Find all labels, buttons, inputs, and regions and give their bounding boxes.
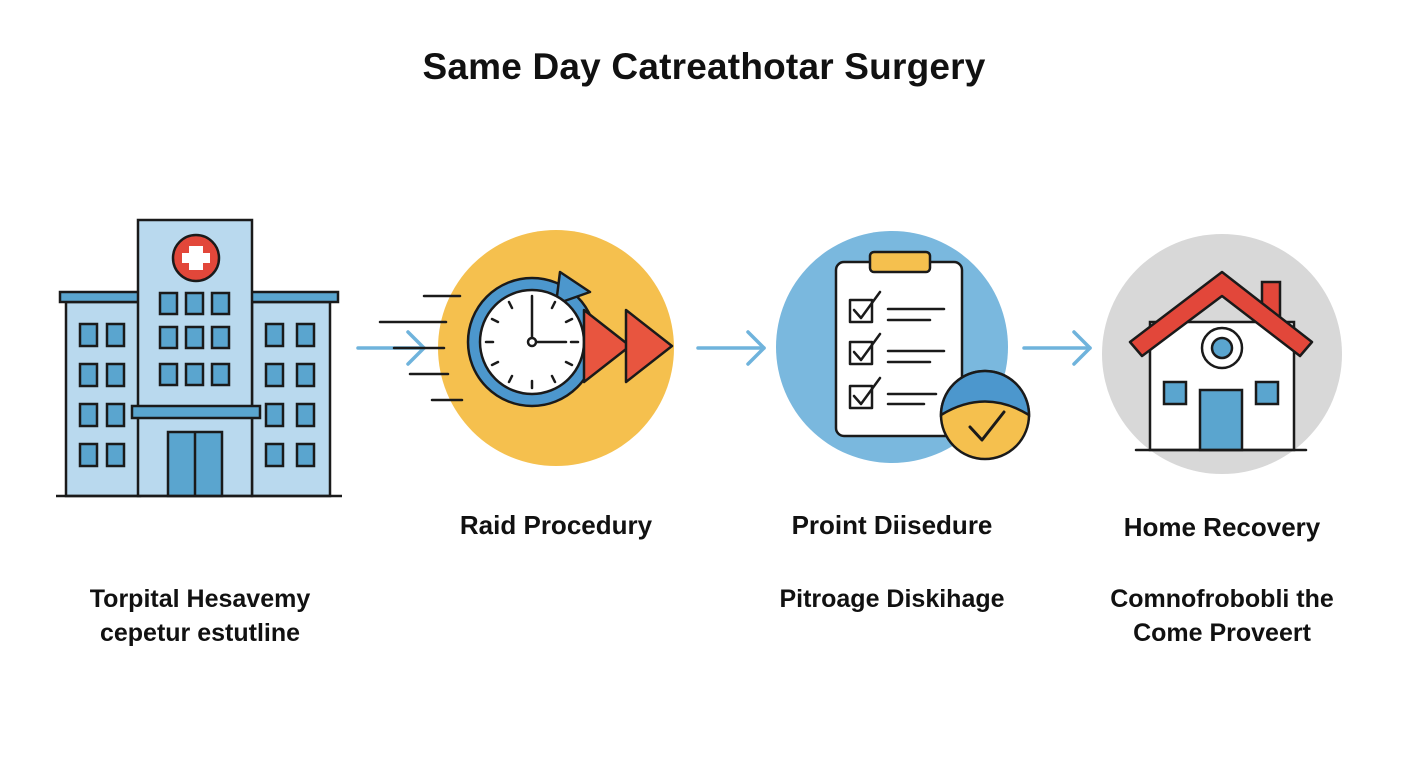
diagram-title: Same Day Catreathotar Surgery <box>422 46 986 87</box>
step-description-discharge: Pitroage Diskihage <box>752 582 1032 616</box>
description-line: Come Proveert <box>1133 619 1311 647</box>
description-line: cepetur estutline <box>99 619 301 647</box>
checklist-clipboard-icon <box>776 231 1031 463</box>
step-description-home-recovery: Comnofrobobli the Come Proveert <box>1082 582 1362 650</box>
fast-clock-icon <box>378 230 674 466</box>
hospital-icon <box>56 218 342 498</box>
step-label-home-recovery: Home Recovery <box>1123 512 1321 542</box>
step-label-procedure: Raid Procedury <box>459 510 653 540</box>
description-line: Pitroage Diskihage <box>779 585 1005 613</box>
arrow-right-icon <box>1022 330 1092 366</box>
house-icon <box>1102 234 1342 474</box>
arrow-right-icon <box>696 330 766 366</box>
description-line: Torpital Hesavemy <box>89 585 311 613</box>
step-label-discharge: Proint Diisedure <box>791 510 993 540</box>
description-line: Comnofrobobli the <box>1110 585 1334 613</box>
step-description-hospital: Torpital Hesavemy cepetur estutline <box>60 582 340 650</box>
